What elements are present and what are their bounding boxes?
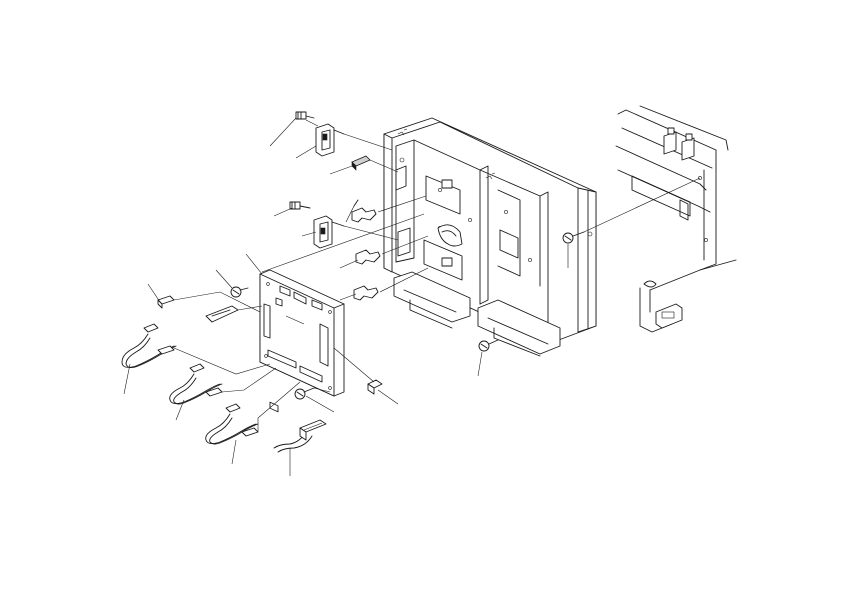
bracket-upper [315, 123, 345, 157]
harness-clamp-3 [353, 285, 379, 301]
harness-clamp-2 [355, 249, 381, 265]
harness-b [169, 363, 223, 405]
machine-body-outline [615, 105, 737, 333]
harness-a [121, 323, 177, 369]
board-connector-cap [367, 379, 383, 395]
bracket-middle [313, 215, 345, 249]
pcb-screw [230, 286, 249, 298]
control-board [259, 269, 345, 413]
flat-cable [205, 305, 239, 323]
screw-upper [295, 111, 315, 120]
sensor-block [351, 155, 371, 171]
harness-clamp-1 [351, 199, 377, 223]
rear-frame-panel [383, 117, 597, 357]
ribbon-harness [273, 419, 327, 453]
screw-middle [289, 201, 311, 210]
assembly-lines [123, 117, 701, 476]
frame-screw-bottom [478, 339, 499, 352]
board-screw [294, 387, 315, 400]
small-connector [157, 295, 175, 309]
frame-hook [437, 224, 463, 247]
harness-c [205, 403, 259, 445]
frame-screw-right [562, 231, 585, 244]
